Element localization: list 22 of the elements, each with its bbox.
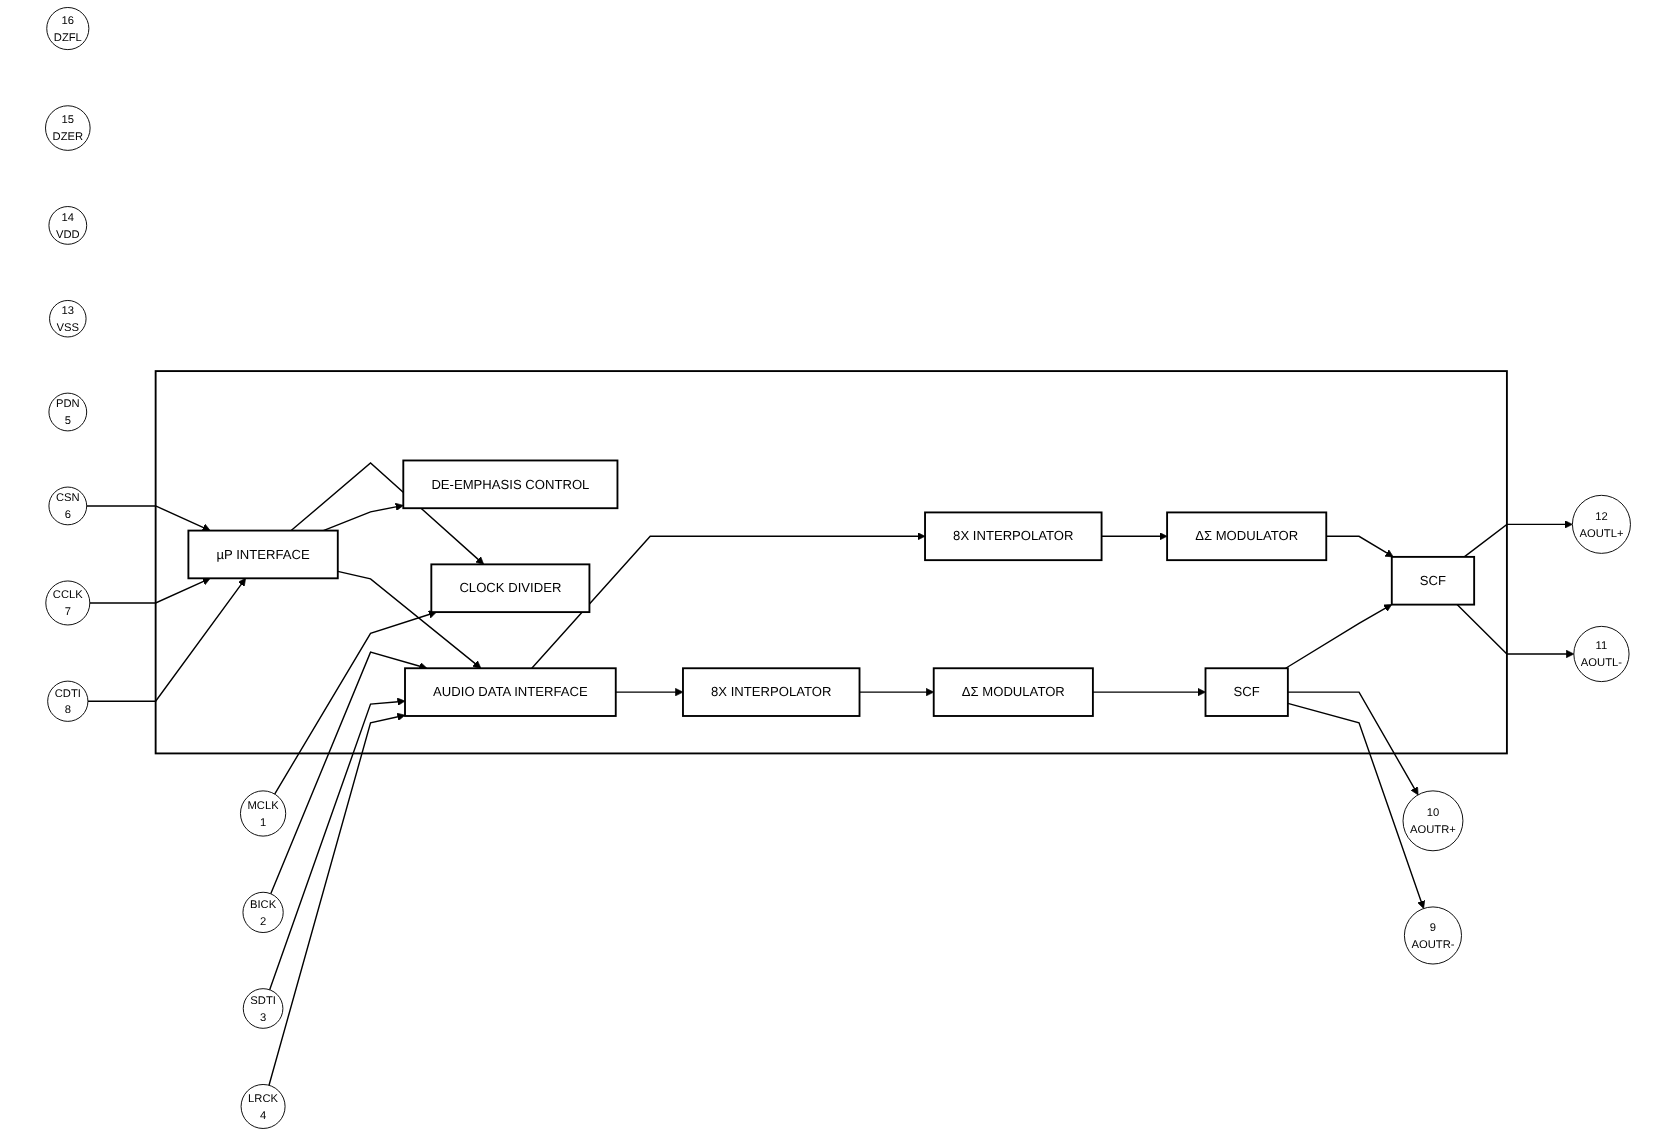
arrow [336,570,481,669]
arrow [269,651,427,895]
arrow [85,505,210,532]
arrow [88,577,210,604]
arrow [530,532,925,669]
arrow [289,462,484,565]
arrow [268,697,405,991]
arrow [1283,604,1392,669]
arrow [1099,532,1167,541]
arrow [1286,691,1418,796]
arrow [86,577,245,702]
arrow [614,688,683,697]
arrow [1455,603,1574,659]
arrow [1286,702,1425,909]
arrow [1091,688,1205,697]
arrow [857,688,934,697]
cluster [153,370,1507,755]
arrow [273,610,436,795]
arrow [267,712,405,1086]
arrow [321,502,403,532]
arrow [1462,520,1572,558]
arrow [1324,535,1393,558]
